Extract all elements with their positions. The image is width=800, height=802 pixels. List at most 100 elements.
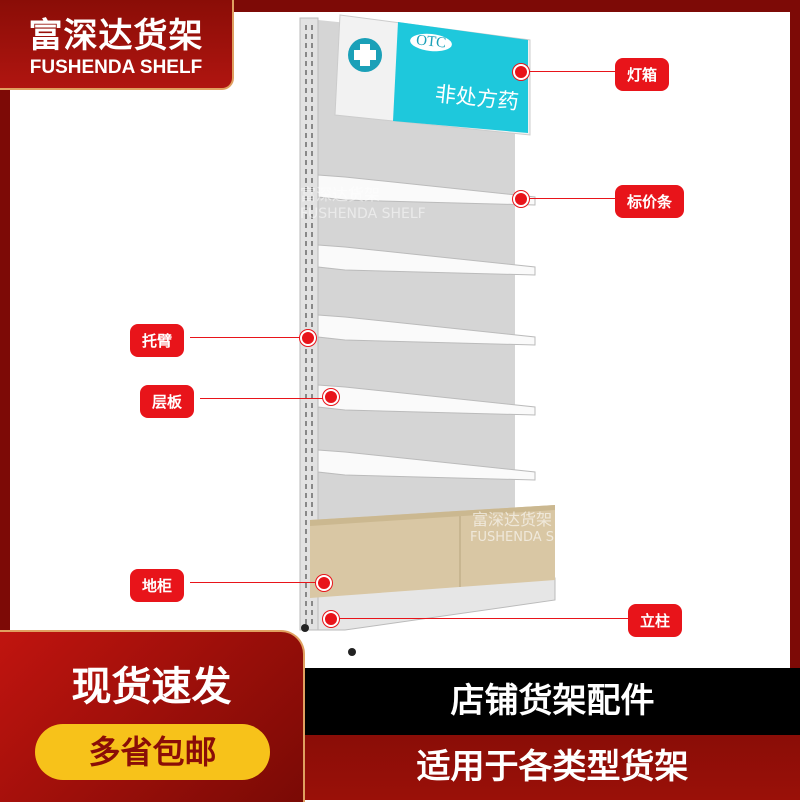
slot <box>305 25 307 30</box>
callout-bracket: 托臂 <box>130 324 185 357</box>
slot <box>305 610 307 615</box>
slot <box>305 34 307 39</box>
slot <box>311 142 313 147</box>
slot <box>311 214 313 219</box>
slot <box>311 358 313 363</box>
slot <box>305 142 307 147</box>
slot <box>305 322 307 327</box>
slot <box>305 43 307 48</box>
brand-name-cn: 富深达货架 <box>28 16 204 56</box>
slot <box>305 304 307 309</box>
slot <box>311 403 313 408</box>
slot <box>305 232 307 237</box>
slot <box>311 43 313 48</box>
slot <box>311 421 313 426</box>
watermark: 富深达货架 <box>300 185 380 204</box>
free-shipping-badge: 多省包邮 <box>35 724 270 780</box>
slot <box>305 97 307 102</box>
banner-line1: 店铺货架配件 <box>305 668 800 735</box>
floor-cabinet <box>310 505 555 598</box>
slot <box>305 601 307 606</box>
slot <box>305 520 307 525</box>
slot <box>305 448 307 453</box>
slot <box>311 277 313 282</box>
slot <box>305 52 307 57</box>
slot <box>311 79 313 84</box>
slot <box>305 250 307 255</box>
slot <box>305 223 307 228</box>
slot <box>311 466 313 471</box>
slot <box>311 97 313 102</box>
slot <box>311 25 313 30</box>
slot <box>311 52 313 57</box>
slot <box>305 61 307 66</box>
slot <box>305 619 307 624</box>
slot <box>305 574 307 579</box>
slot <box>305 286 307 291</box>
slot <box>305 592 307 597</box>
slot <box>311 223 313 228</box>
slot <box>311 115 313 120</box>
slot <box>305 538 307 543</box>
slot <box>311 394 313 399</box>
slot <box>311 187 313 192</box>
slot <box>305 88 307 93</box>
slot <box>311 250 313 255</box>
callout-lightbox: 灯箱 <box>615 58 670 91</box>
callout-shelf-board: 层板 <box>140 385 195 418</box>
slot <box>305 475 307 480</box>
slot <box>311 34 313 39</box>
slot <box>311 88 313 93</box>
slot <box>305 358 307 363</box>
slot <box>305 493 307 498</box>
watermark: FUSHENDA SHELF <box>470 530 587 545</box>
watermark: 富深达货架 <box>472 510 552 529</box>
slot <box>305 205 307 210</box>
slot <box>311 304 313 309</box>
slot <box>311 241 313 246</box>
frame-right <box>790 0 800 800</box>
shelf-board <box>317 244 536 276</box>
slot <box>311 259 313 264</box>
slot <box>311 133 313 138</box>
slot <box>305 403 307 408</box>
slot <box>305 421 307 426</box>
slot <box>305 79 307 84</box>
slot <box>305 187 307 192</box>
shelves <box>317 174 536 481</box>
slot <box>305 151 307 156</box>
callout-floor-cabinet: 地柜 <box>130 569 185 602</box>
slot <box>305 259 307 264</box>
slot <box>305 241 307 246</box>
slot <box>311 61 313 66</box>
slot <box>311 322 313 327</box>
promo-box: 现货速发 多省包邮 <box>0 630 305 802</box>
slot <box>311 412 313 417</box>
slot <box>311 448 313 453</box>
slot <box>305 385 307 390</box>
promo-title: 现货速发 <box>71 664 232 710</box>
watermark: FUSHENDA SHELF <box>300 206 426 222</box>
slot <box>311 349 313 354</box>
shelf-board <box>317 449 536 481</box>
slot <box>305 565 307 570</box>
slot <box>311 439 313 444</box>
slot <box>311 601 313 606</box>
slot <box>305 196 307 201</box>
slot <box>311 106 313 111</box>
slot <box>305 115 307 120</box>
slot <box>311 268 313 273</box>
slot <box>305 502 307 507</box>
slot <box>305 313 307 318</box>
slot <box>305 556 307 561</box>
slot <box>311 376 313 381</box>
slot <box>311 457 313 462</box>
brand-logo: 富深达货架 FUSHENDA SHELF <box>0 0 234 90</box>
slot <box>311 178 313 183</box>
slot <box>305 295 307 300</box>
slot <box>305 70 307 75</box>
slot <box>305 430 307 435</box>
slot <box>305 466 307 471</box>
slot <box>311 511 313 516</box>
slot <box>305 583 307 588</box>
